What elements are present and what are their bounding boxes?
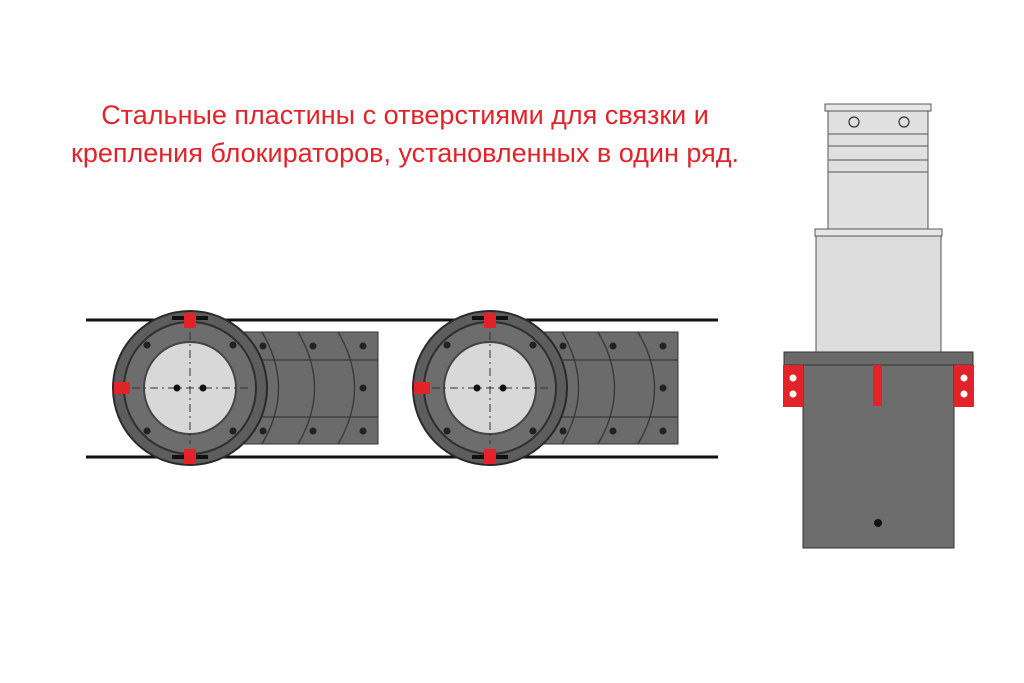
plate-seams	[261, 331, 356, 445]
steel-plate-bottom	[184, 449, 196, 464]
caption-line-2: крепления блокираторов, установленных в …	[71, 138, 739, 168]
post-collar	[814, 228, 943, 237]
flange	[783, 351, 974, 366]
side-view	[783, 103, 974, 549]
steel-plate-bottom	[484, 449, 496, 464]
steel-plate-center	[873, 365, 882, 406]
steel-plate-top	[184, 313, 196, 328]
caption-line-1: Стальные пластины с отверстиями для связ…	[101, 100, 709, 130]
top-view	[86, 310, 718, 466]
light-icon	[848, 116, 860, 128]
plate-bolts	[559, 342, 667, 435]
steel-plate-left	[114, 382, 130, 394]
steel-plate-right	[954, 365, 974, 407]
flange-bolts	[443, 341, 537, 435]
bollard-unit-1	[112, 310, 379, 466]
light-icon	[898, 116, 910, 128]
drain-hole	[874, 519, 882, 527]
plate-bolts	[259, 342, 367, 435]
post-lower	[815, 235, 942, 353]
steel-plate-left	[414, 382, 430, 394]
flange-bolts	[143, 341, 237, 435]
plate-seams	[561, 331, 656, 445]
post-upper	[827, 110, 929, 230]
steel-plate-left	[783, 365, 803, 407]
bollard-unit-2	[412, 310, 679, 466]
steel-plate-top	[484, 313, 496, 328]
caption-text: Стальные пластины с отверстиями для связ…	[40, 96, 770, 172]
post-cap	[824, 103, 932, 112]
